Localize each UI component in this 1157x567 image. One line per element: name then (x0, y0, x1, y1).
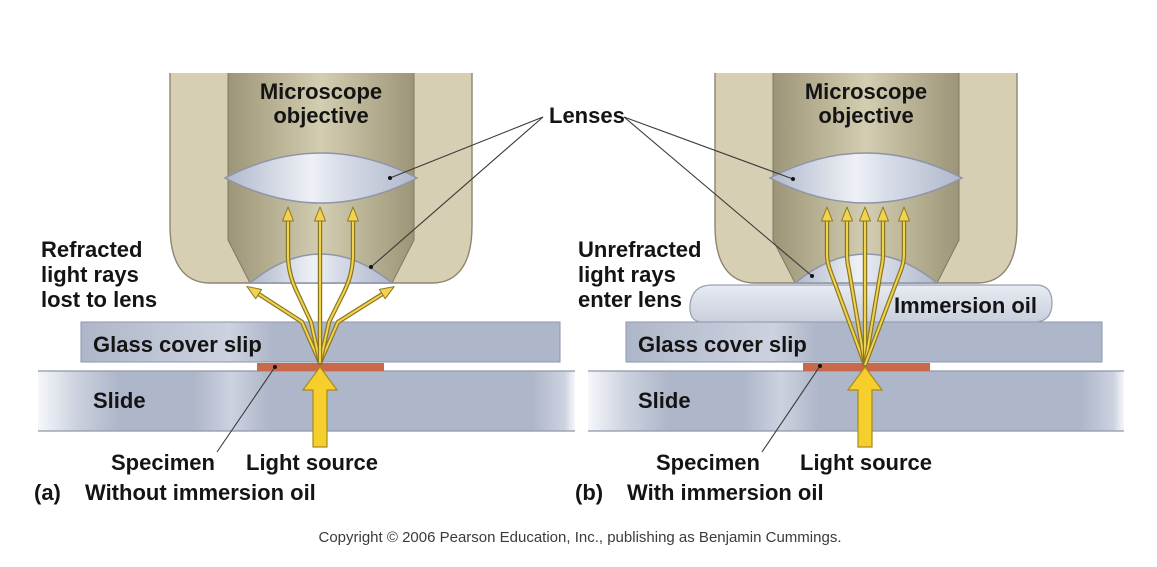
lens-leader-lines (623, 116, 814, 278)
specimen (803, 363, 930, 371)
ray-label-line3: lost to lens (41, 287, 157, 312)
ray-label-line1: Refracted (41, 237, 142, 262)
specimen-leader-line (761, 364, 822, 453)
panel-caption: With immersion oil (627, 480, 824, 505)
unrefracted-ray-5 (862, 206, 910, 368)
panel-a: Microscope objective (34, 73, 575, 505)
lenses-label: Lenses (549, 103, 625, 128)
objective-upper-lens (223, 152, 419, 204)
specimen-label: Specimen (111, 450, 215, 475)
light-source-label: Light source (246, 450, 378, 475)
cover-slip-label: Glass cover slip (638, 332, 807, 357)
leader-dot (388, 176, 392, 180)
copyright-notice: Copyright © 2006 Pearson Education, Inc.… (318, 529, 841, 546)
immersion-oil-label: Immersion oil (894, 293, 1037, 318)
ray-label-line1: Unrefracted (578, 237, 701, 262)
cover-slip-label: Glass cover slip (93, 332, 262, 357)
leader-dot (810, 274, 814, 278)
unrefracted-ray-2 (841, 206, 868, 368)
objective-label-line1: Microscope (805, 79, 927, 104)
ray-entering-lens-right (317, 206, 359, 366)
objective-label-line2: objective (818, 103, 913, 128)
panel-letter: (b) (575, 480, 603, 505)
objective-label-line2: objective (273, 103, 368, 128)
objective-upper-lens (768, 152, 964, 204)
ray-label-line2: light rays (578, 262, 676, 287)
leader-dot (791, 177, 795, 181)
panel-caption: Without immersion oil (85, 480, 316, 505)
light-source-arrow (301, 365, 339, 448)
objective-label-line1: Microscope (260, 79, 382, 104)
lens-leader-lines (369, 116, 544, 269)
unrefracted-ray-1 (821, 206, 868, 368)
light-source-arrow (846, 365, 884, 448)
refracted-ray-lost-right (317, 286, 395, 366)
microscope-objective: Microscope objective (169, 73, 473, 284)
panel-b: Microscope objective (575, 73, 1124, 505)
ray-label-line2: light rays (41, 262, 139, 287)
slide-label: Slide (638, 388, 691, 413)
specimen-label: Specimen (656, 450, 760, 475)
ray-entering-lens-left (282, 206, 323, 366)
light-rays (821, 206, 910, 368)
leader-dot (369, 265, 373, 269)
immersion-oil-drop (689, 284, 1053, 323)
microscope-objective: Microscope objective (714, 73, 1018, 284)
light-source-label: Light source (800, 450, 932, 475)
slide (38, 371, 575, 431)
refracted-ray-lost-left (246, 285, 323, 366)
light-rays (246, 206, 395, 366)
unrefracted-ray-4 (862, 206, 889, 368)
ray-label-line3: enter lens (578, 287, 682, 312)
panel-letter: (a) (34, 480, 61, 505)
slide-label: Slide (93, 388, 146, 413)
specimen-leader-line (216, 365, 277, 453)
